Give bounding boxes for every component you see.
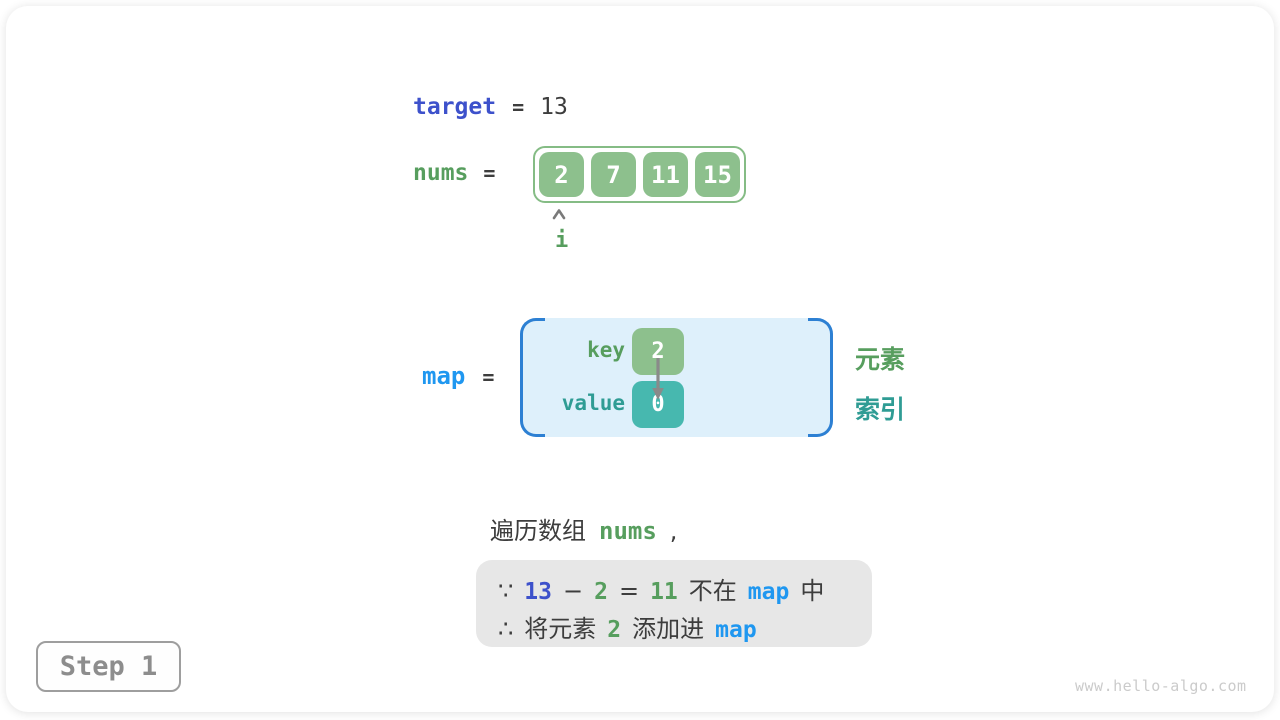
because-symbol: ∵ — [498, 577, 514, 605]
map-code-text: map — [715, 617, 757, 643]
nums-array: 2 7 11 15 — [533, 146, 746, 203]
difference-number: 11 — [650, 579, 678, 605]
step-badge-label: Step 1 — [59, 651, 158, 682]
nums-variable-label: nums — [413, 160, 469, 186]
caption-code-nums: nums — [599, 517, 657, 545]
index-annotation: 索引 — [855, 395, 906, 424]
pointer-caret-icon — [552, 209, 566, 220]
watermark-text: www.hello-algo.com — [1075, 677, 1247, 695]
key-label: key — [587, 338, 625, 362]
array-cell: 15 — [695, 152, 740, 197]
key-to-value-arrow-icon — [652, 358, 664, 400]
nums-label-row: nums = — [413, 160, 495, 186]
add-into-text: 添加进 — [632, 615, 705, 643]
equals-sign: = — [512, 95, 525, 119]
caption-row: 遍历数组 nums , — [490, 511, 677, 546]
add-element-text: 将元素 — [524, 615, 597, 643]
not-in-text: 不在 — [688, 577, 737, 605]
reasoning-note-box: ∵ 13 − 2 = 11 不在 map 中 ∴ 将元素 2 添加进 map — [476, 560, 872, 647]
target-row: target = 13 — [413, 94, 568, 120]
equals-sign: = — [482, 365, 495, 389]
minus-sign: − — [562, 577, 584, 605]
element-number: 2 — [594, 579, 608, 605]
in-text: 中 — [800, 577, 825, 605]
caption-comma: , — [669, 517, 678, 545]
target-value: 13 — [540, 94, 568, 120]
therefore-symbol: ∴ — [498, 615, 514, 643]
element-number: 2 — [607, 617, 622, 643]
map-label-row: map = — [422, 362, 494, 390]
array-cell: 11 — [643, 152, 688, 197]
target-variable-label: target — [413, 94, 497, 120]
equals-sign: = — [483, 161, 496, 185]
target-number: 13 — [524, 579, 552, 605]
map-panel: key 2 value 0 — [520, 318, 833, 437]
element-annotation: 元素 — [855, 345, 906, 374]
step-badge: Step 1 — [36, 641, 181, 692]
value-label: value — [561, 391, 625, 415]
index-pointer-label: i — [555, 228, 569, 253]
caption-text: 遍历数组 — [490, 517, 586, 545]
array-cell: 2 — [539, 152, 584, 197]
equals-sign: = — [618, 577, 640, 605]
reasoning-line-2: ∴ 将元素 2 添加进 map — [498, 609, 872, 644]
map-code-text: map — [747, 579, 790, 605]
reasoning-line-1: ∵ 13 − 2 = 11 不在 map 中 — [498, 571, 872, 606]
map-variable-label: map — [422, 362, 466, 390]
array-cell: 7 — [591, 152, 636, 197]
